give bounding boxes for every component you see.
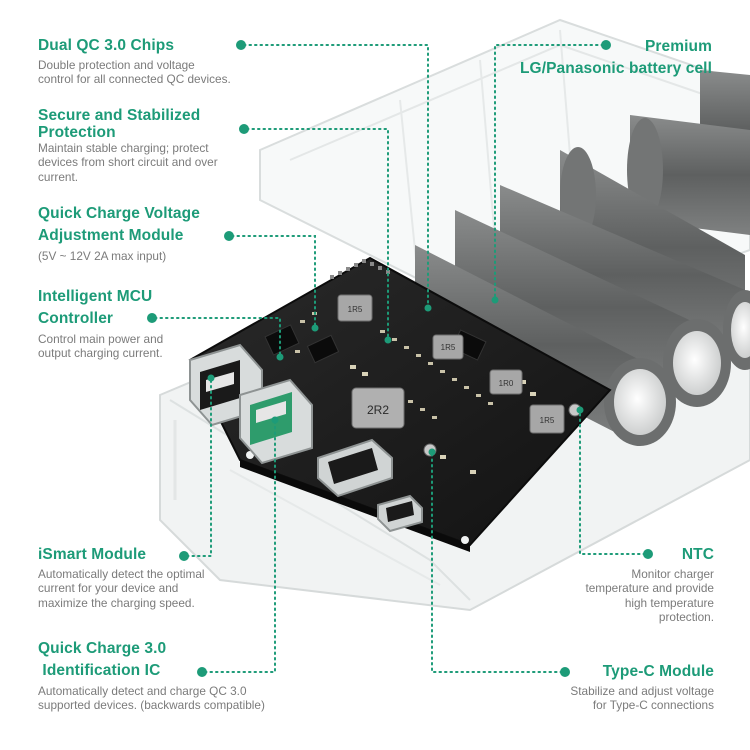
pcb-board: 1R5 1R5 1R0 1R5 2R2 (188, 256, 612, 552)
feature-secure: Secure and Stabilized Protection Maintai… (38, 107, 268, 184)
leader-ntc (579, 409, 646, 555)
leader-mcu (154, 317, 281, 358)
feature-qc-ident: Quick Charge 3.0 Identification IC Autom… (38, 638, 318, 713)
feature-desc: Maintain stable charging; protect device… (38, 141, 218, 184)
leader-lines (154, 44, 646, 673)
feature-desc: Control main power and output charging c… (38, 332, 164, 361)
feature-title: Quick Charge 3.0 Identification IC (38, 640, 167, 679)
usb-c-port (317, 438, 393, 498)
feature-title: NTC (681, 546, 714, 563)
dot-secure-end (384, 336, 392, 344)
feature-battery: Premium LG/Panasonic battery cell (472, 36, 712, 80)
inductor-label: 1R5 (441, 343, 456, 352)
dot-qc-ident (197, 667, 207, 677)
feature-dual-qc: Dual QC 3.0 Chips Double protection and … (38, 36, 268, 87)
feature-desc: Double protection and voltage control fo… (38, 58, 231, 87)
feature-title: Secure and Stabilized Protection (38, 107, 201, 141)
dot-qc-ident-end (271, 416, 279, 424)
dot-dual-qc (236, 40, 246, 50)
inductor-main: 2R2 (351, 387, 405, 429)
leader-secure (246, 128, 389, 341)
feature-title: Dual QC 3.0 Chips (38, 37, 175, 54)
feature-desc: Stabilize and adjust voltage for Type-C … (570, 684, 714, 713)
feature-title: Type-C Module (602, 663, 714, 680)
dot-qc-voltage-end (311, 324, 319, 332)
feature-ismart: iSmart Module Automatically detect the o… (38, 545, 268, 610)
leader-dots (147, 40, 653, 677)
inductor-label: 1R5 (348, 305, 363, 314)
feature-mcu: Intelligent MCU Controller Control main … (38, 286, 238, 361)
feature-desc: Automatically detect and charge QC 3.0 s… (38, 684, 265, 713)
inductor: 1R0 (489, 369, 523, 395)
feature-desc: (5V ~ 12V 2A max input) (38, 249, 167, 263)
dot-qc-voltage (224, 231, 234, 241)
feature-ntc: NTC Monitor charger temperature and prov… (514, 545, 714, 625)
dot-ismart (179, 551, 189, 561)
feature-desc: Monitor charger temperature and provide … (585, 567, 714, 625)
dot-mcu (147, 313, 157, 323)
leader-dual-qc (243, 44, 429, 309)
inductor-label: 1R5 (540, 416, 555, 425)
leader-qc-voltage (231, 235, 316, 329)
leader-qc-ident (204, 419, 276, 673)
feature-typec: Type-C Module Stabilize and adjust volta… (494, 662, 714, 713)
dot-typec-end (428, 448, 436, 456)
dot-mcu-end (276, 353, 284, 361)
dot-ismart-end (207, 374, 215, 382)
battery-cell (455, 210, 731, 407)
feature-title: Quick Charge Voltage Adjustment Module (38, 205, 200, 244)
inductor: 1R5 (432, 334, 464, 360)
dot-ntc-end (576, 406, 584, 414)
feature-title: Premium LG/Panasonic battery cell (519, 38, 712, 77)
ic-chip (264, 324, 300, 356)
feature-title: Intelligent MCU Controller (38, 288, 153, 327)
feature-desc: Automatically detect the optimal current… (38, 567, 205, 610)
inductor-label: 1R0 (499, 379, 514, 388)
inductor: 1R5 (529, 404, 565, 434)
leader-typec (431, 451, 563, 673)
feature-qc-voltage: Quick Charge Voltage Adjustment Module (… (38, 203, 268, 263)
smd-components (280, 312, 493, 419)
ic-chip (306, 334, 340, 364)
dot-dual-qc-end (424, 304, 432, 312)
dot-battery (601, 40, 611, 50)
micro-usb-port (377, 494, 423, 533)
leader-ismart (186, 377, 212, 557)
inductor: 1R5 (337, 294, 373, 322)
dot-battery-end (491, 296, 499, 304)
dot-typec (560, 667, 570, 677)
pin-header (330, 259, 390, 279)
inductor-main-label: 2R2 (367, 403, 389, 417)
dot-ntc (643, 549, 653, 559)
dot-secure (239, 124, 249, 134)
feature-title: iSmart Module (38, 546, 147, 563)
